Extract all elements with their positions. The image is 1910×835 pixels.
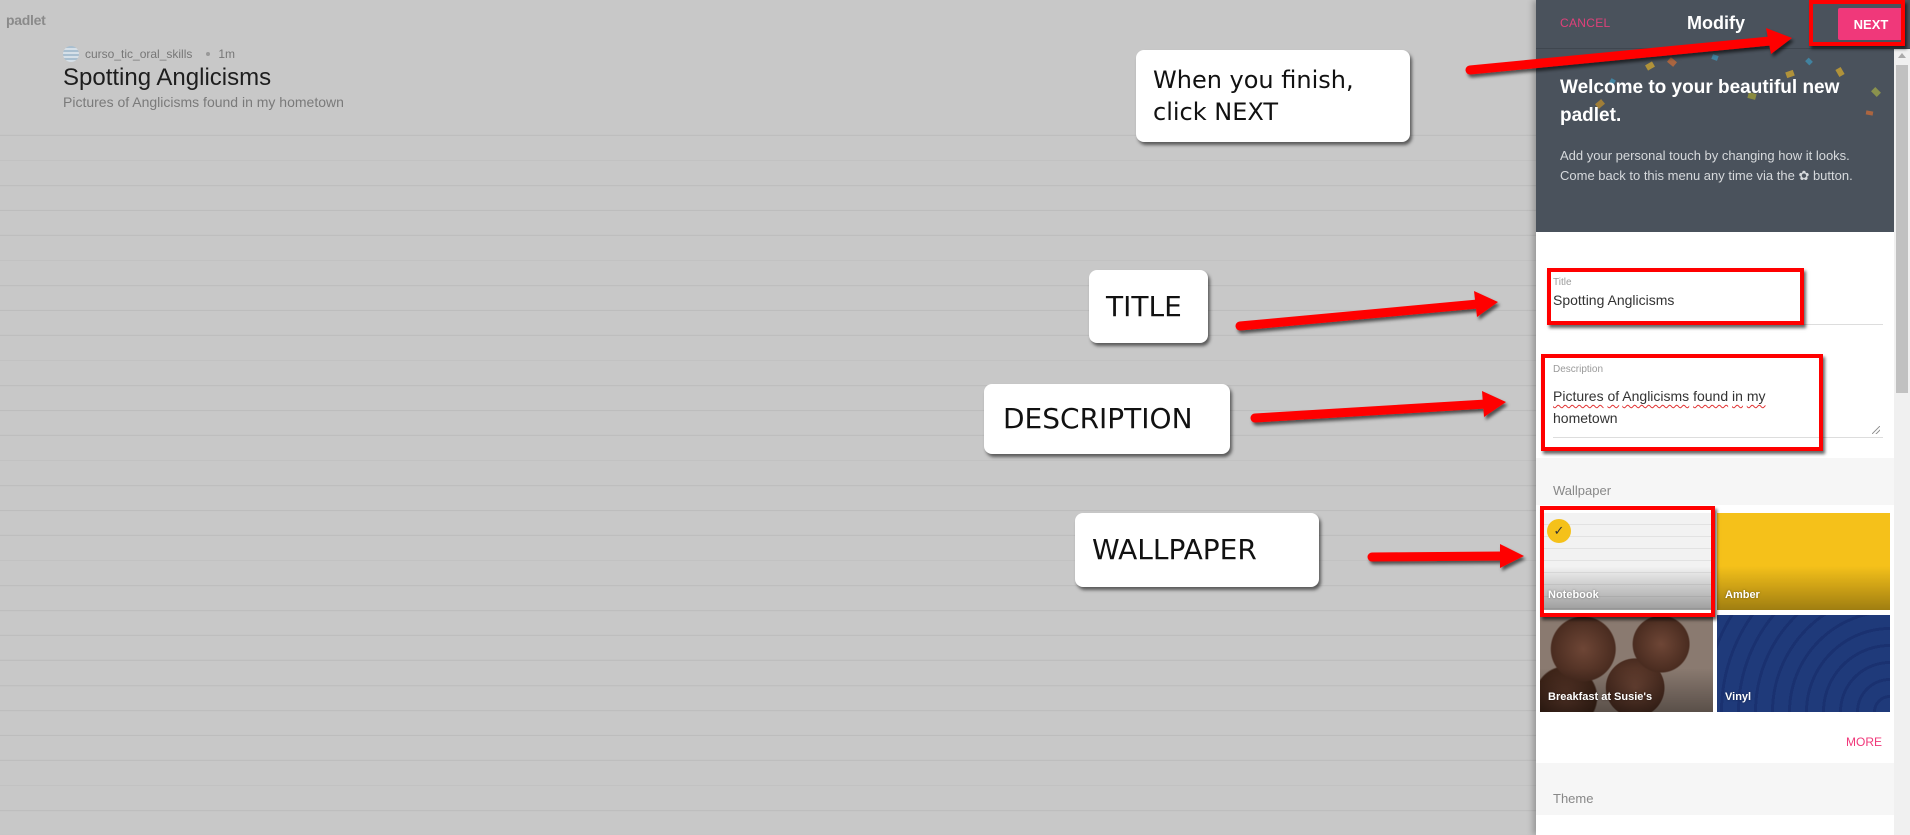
welcome-banner: Welcome to your beautiful new padlet. Ad… (1536, 49, 1894, 232)
description-word: my (1746, 388, 1766, 404)
description-word: found (1693, 388, 1729, 404)
description-underline (1553, 437, 1883, 438)
description-line2: hometown (1553, 410, 1618, 426)
description-word: in (1732, 388, 1743, 404)
title-input[interactable]: Spotting Anglicisms (1553, 292, 1675, 308)
more-wallpapers-button[interactable]: MORE (1846, 735, 1882, 749)
description-hint-text: DESCRIPTION (1003, 402, 1193, 435)
tile-shade (1717, 566, 1890, 610)
next-hint-line2: click NEXT (1153, 98, 1279, 126)
check-icon: ✓ (1547, 519, 1571, 543)
resize-handle[interactable] (1872, 426, 1880, 434)
avatar[interactable] (63, 46, 79, 62)
welcome-text: Add your personal touch by changing how … (1560, 148, 1853, 183)
padlet-logo[interactable]: padlet (6, 12, 46, 28)
wallpaper-name: Breakfast at Susie's (1548, 691, 1653, 703)
next-hint-callout: When you finish, click NEXT (1136, 50, 1410, 142)
confetti (1711, 54, 1719, 61)
wallpaper-hint-text: WALLPAPER (1092, 533, 1257, 566)
wallpaper-option-notebook[interactable]: ✓ Notebook (1540, 513, 1713, 610)
confetti (1645, 61, 1655, 71)
description-hint-callout: DESCRIPTION (984, 384, 1230, 454)
scroll-up-arrow-icon[interactable] (1898, 53, 1906, 58)
welcome-heading: Welcome to your beautiful new padlet. (1560, 77, 1840, 126)
theme-label: Theme (1553, 791, 1594, 806)
cancel-button[interactable]: CANCEL (1560, 16, 1611, 30)
panel-title: Modify (1687, 13, 1745, 33)
next-button[interactable]: NEXT (1838, 8, 1904, 40)
wallpaper-grid: ✓ Notebook Amber Breakfast at Susie's Vi… (1536, 505, 1894, 763)
panel-scrollbar[interactable] (1894, 49, 1910, 835)
title-underline (1553, 324, 1883, 325)
board-description: Pictures of Anglicisms found in my homet… (63, 94, 344, 110)
description-word: Anglicisms (1622, 388, 1690, 404)
title-hint-text: TITLE (1106, 290, 1182, 323)
board-age: 1m (218, 47, 236, 61)
wallpaper-label: Wallpaper (1553, 483, 1612, 498)
wallpaper-option-breakfast[interactable]: Breakfast at Susie's (1540, 615, 1713, 712)
tile-shade (1540, 668, 1713, 712)
description-input[interactable]: Pictures of Anglicisms found in my homet… (1553, 385, 1873, 429)
wallpaper-hint-callout: WALLPAPER (1075, 513, 1319, 587)
wallpaper-name: Amber (1725, 589, 1760, 601)
wallpaper-option-vinyl[interactable]: Vinyl (1717, 615, 1890, 712)
tile-shade (1540, 566, 1713, 610)
title-field-label: Title (1553, 277, 1572, 288)
separator-dot (206, 52, 211, 56)
details-form: Title Spotting Anglicisms Description Pi… (1536, 232, 1894, 458)
wallpaper-name: Vinyl (1725, 691, 1752, 703)
author-name[interactable]: curso_tic_oral_skills (85, 47, 193, 61)
theme-section-header: Theme (1536, 763, 1894, 815)
next-hint-line1: When you finish, (1153, 66, 1354, 94)
wallpaper-name: Notebook (1548, 589, 1599, 601)
description-word: Pictures (1553, 388, 1604, 404)
title-hint-callout: TITLE (1089, 270, 1208, 343)
description-field-label: Description (1553, 364, 1604, 375)
modify-panel: CANCEL Modify NEXT Welcome to your beaut… (1536, 0, 1910, 835)
board-meta: curso_tic_oral_skills 1m (63, 46, 235, 62)
wallpaper-option-amber[interactable]: Amber (1717, 513, 1890, 610)
board-title: Spotting Anglicisms (63, 64, 272, 91)
wallpaper-section-header: Wallpaper (1536, 458, 1894, 505)
description-word: of (1607, 388, 1620, 404)
confetti (1805, 57, 1813, 66)
panel-header: CANCEL Modify NEXT (1536, 0, 1910, 49)
scroll-thumb[interactable] (1896, 65, 1908, 393)
confetti (1667, 57, 1677, 67)
